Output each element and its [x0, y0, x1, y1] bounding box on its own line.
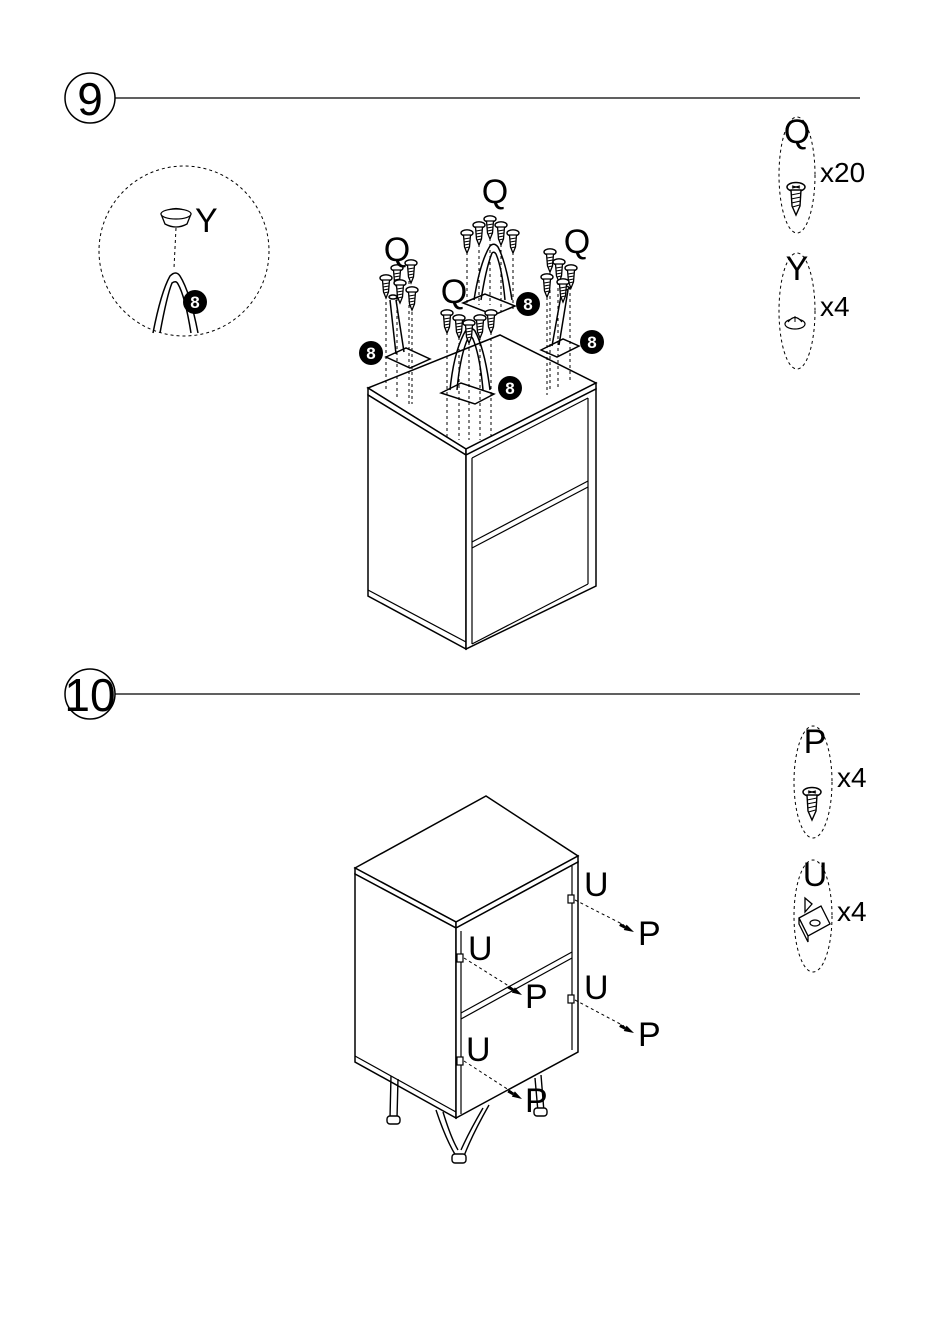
step-9: 9 Y 8 [65, 73, 865, 649]
part-y: Y x4 [779, 250, 850, 369]
cabinet-upright [355, 796, 578, 1118]
screw-icon [803, 788, 821, 821]
screw-icon [484, 216, 496, 239]
hinge-label: U [584, 866, 609, 904]
part-quantity: x4 [820, 291, 850, 322]
parts-list-step-10: P x4 U x4 [794, 723, 867, 972]
part-quantity: x20 [820, 157, 865, 188]
step-10: 10 [64, 669, 866, 1163]
leg-cap-icon [785, 316, 805, 329]
part-quantity: x4 [837, 762, 867, 793]
svg-text:8: 8 [505, 379, 514, 398]
svg-text:8: 8 [587, 333, 596, 352]
step-9-header: 9 [65, 73, 860, 125]
screw-icon [618, 922, 635, 935]
screw-icon [394, 280, 406, 303]
screw-icon [441, 310, 453, 333]
screw-label-front: Q [441, 273, 467, 311]
screw-label: P [525, 1082, 548, 1120]
screw-label: P [638, 915, 661, 953]
screw-label: P [525, 978, 548, 1016]
step-number: 10 [64, 669, 115, 721]
svg-text:8: 8 [523, 295, 532, 314]
leg-reference-badge-back: 8 [516, 292, 540, 316]
screw-icon [541, 274, 553, 297]
screw-icon [507, 1088, 524, 1101]
screw-icon [618, 1023, 635, 1036]
screw-label: P [638, 1016, 661, 1054]
screw-icon [380, 275, 392, 298]
part-u: U x4 [794, 856, 867, 972]
knob-detail-callout: Y 8 [99, 166, 269, 336]
leg-left [386, 295, 430, 368]
part-q: Q x20 [779, 113, 865, 233]
part-p: P x4 [794, 723, 867, 838]
step-10-header: 10 [64, 669, 860, 721]
hinge-block-icon [799, 898, 830, 942]
screw-icon [461, 230, 473, 253]
screw-icon [507, 230, 519, 253]
screw-icon [485, 310, 497, 333]
screw-label-left: Q [384, 231, 410, 269]
screw-icon [474, 315, 486, 338]
leg-back [463, 244, 515, 315]
screw-icon [495, 222, 507, 245]
hinge-label: U [468, 930, 493, 968]
leg-reference-badge-left: 8 [359, 341, 383, 365]
hinge-label: U [466, 1031, 491, 1069]
part-letter: Y [786, 250, 809, 288]
hinge-label: U [584, 969, 609, 1007]
screw-label-right: Q [564, 223, 590, 261]
part-quantity: x4 [837, 896, 867, 927]
part-letter: U [803, 856, 828, 894]
leg-reference-badge-front: 8 [498, 376, 522, 400]
part-letter: Q [784, 113, 810, 151]
screw-icon [473, 222, 485, 245]
leg-reference-badge-right: 8 [580, 330, 604, 354]
step-number: 9 [77, 73, 103, 125]
svg-text:8: 8 [190, 293, 199, 312]
part-letter: P [804, 723, 827, 761]
parts-list-step-9: Q x20 Y x4 [779, 113, 865, 369]
screws-front [441, 310, 497, 343]
screw-icon [787, 183, 805, 216]
screw-label-back: Q [482, 173, 508, 211]
screw-icon [406, 287, 418, 310]
svg-text:8: 8 [366, 344, 375, 363]
knob-label: Y [195, 202, 218, 240]
